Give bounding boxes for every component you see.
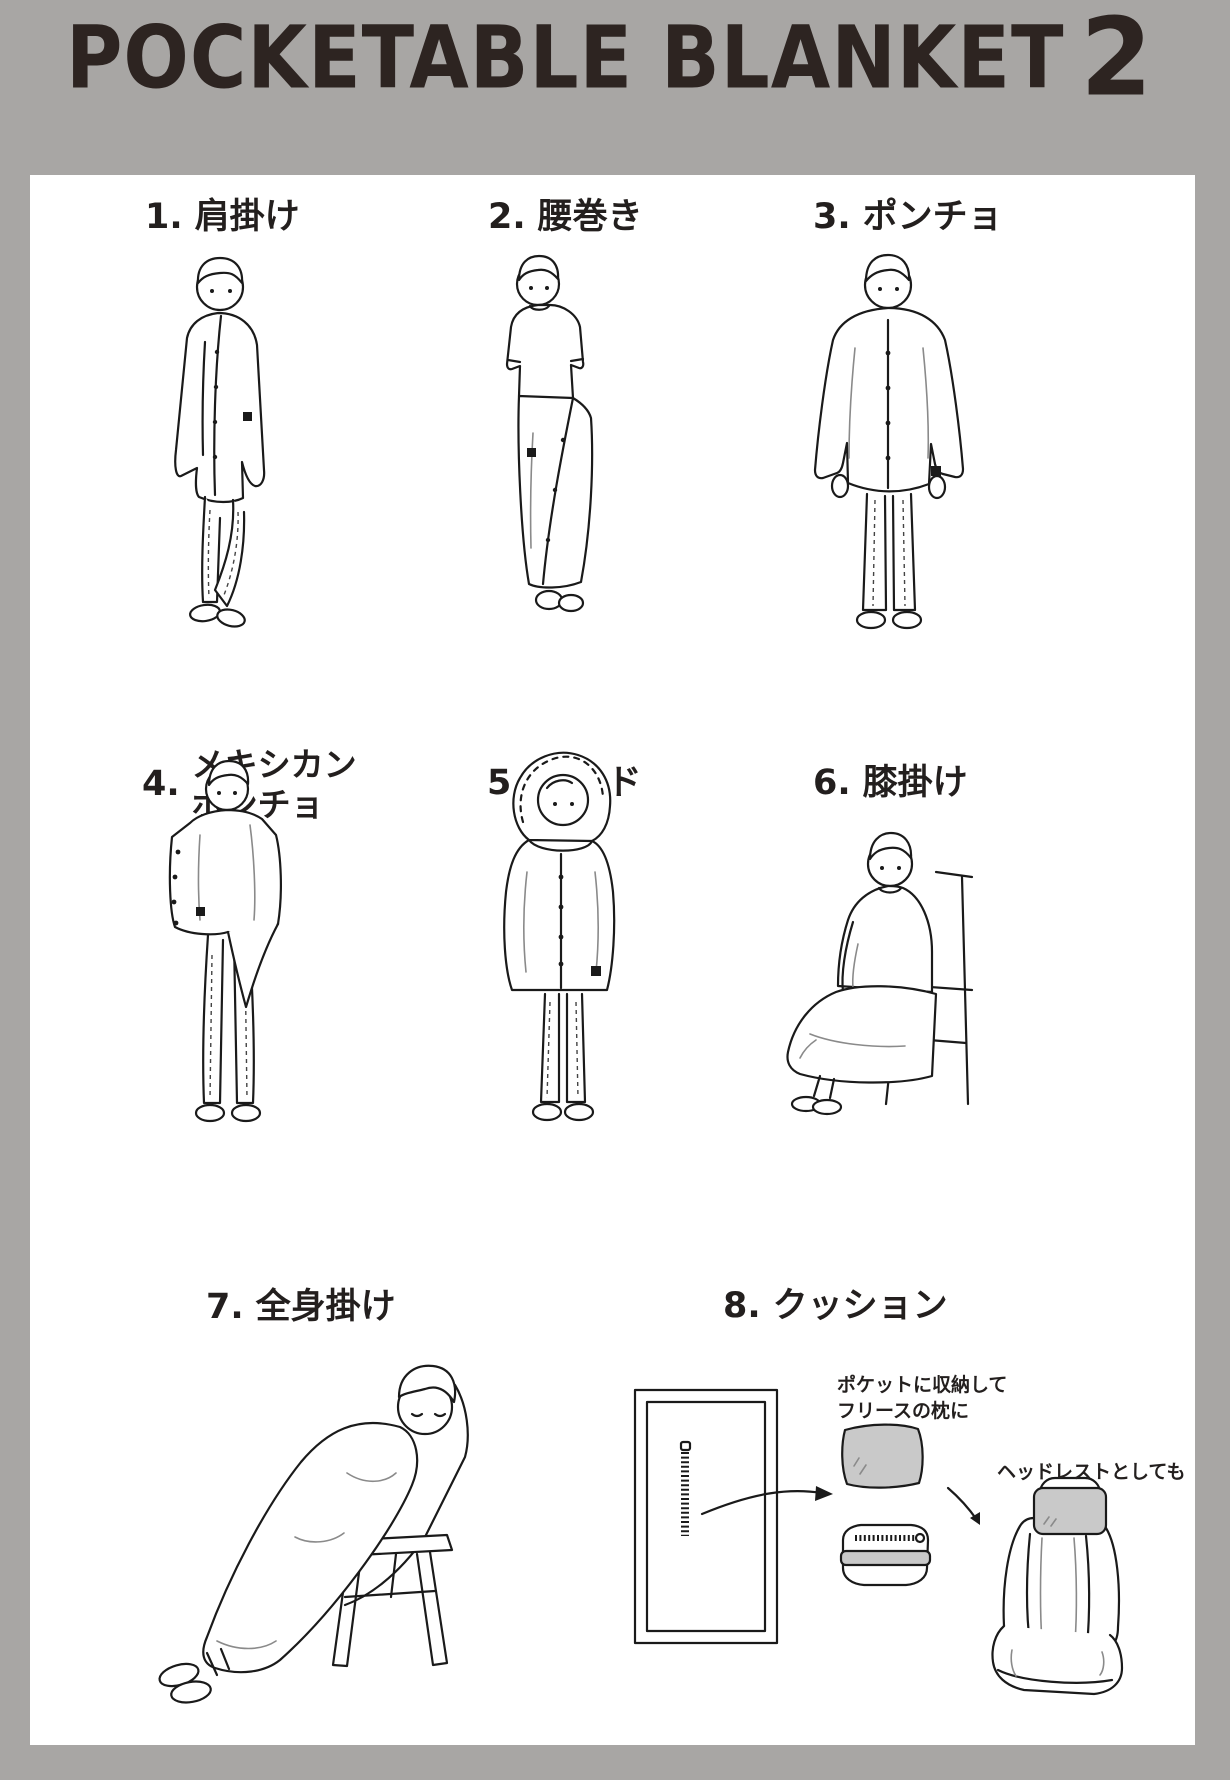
page-title-text: POCKETABLE BLANKET: [66, 9, 1065, 110]
illustration-shoulder-drape: [174, 256, 266, 628]
section-8-label: 8. クッション: [723, 1289, 948, 1324]
pillow-note-line1: ポケットに収納して: [837, 1374, 1008, 1396]
section-3-name: ポンチョ: [862, 197, 1003, 237]
section-1-label: 1. 肩掛け: [145, 200, 300, 235]
pillow-note: ポケットに収納して フリースの枕に: [837, 1373, 1007, 1424]
section-1-number: 1.: [145, 197, 183, 237]
section-6-number: 6.: [813, 763, 851, 803]
page-title: POCKETABLE BLANKET 2: [66, 4, 1153, 113]
section-4-number: 4.: [142, 764, 180, 805]
section-6-name: 膝掛け: [862, 763, 968, 803]
page-title-number: 2: [1080, 0, 1154, 121]
flat-blanket: [633, 1388, 779, 1645]
illustration-cushion-diagram: [633, 1388, 1124, 1696]
section-3-label: 3. ポンチョ: [813, 200, 1003, 235]
section-7-name: 全身掛け: [255, 1287, 396, 1327]
pillow-note-line2: フリースの枕に: [837, 1399, 970, 1422]
blanket-tag: [931, 466, 941, 476]
arrow-icon: [700, 1486, 833, 1516]
section-2-name: 腰巻き: [537, 197, 643, 237]
section-8-number: 8.: [723, 1286, 761, 1326]
illustration-full-body: [158, 1364, 469, 1704]
section-2-label: 2. 腰巻き: [488, 200, 643, 235]
section-6-label: 6. 膝掛け: [813, 766, 968, 801]
section-7-number: 7.: [206, 1287, 244, 1327]
blanket-tag: [591, 966, 601, 976]
section-7-label: 7. 全身掛け: [206, 1290, 396, 1325]
illustration-hood: [503, 751, 616, 1122]
headrest-cushion: [1032, 1486, 1108, 1536]
section-8-name: クッション: [772, 1286, 948, 1326]
arrow-icon-2: [946, 1486, 980, 1525]
blanket-tag: [243, 412, 252, 421]
illustration-lap-blanket: [786, 831, 974, 1116]
blanket-tag: [196, 907, 205, 916]
fleece-pillow: [841, 1423, 924, 1489]
section-2-number: 2.: [488, 197, 526, 237]
illustration-waist-wrap: [505, 254, 594, 613]
zipper-pull: [679, 1440, 692, 1452]
folded-cushion: [839, 1523, 932, 1587]
headrest-note: ヘッドレストとしても: [997, 1461, 1186, 1483]
illustration-poncho: [813, 253, 965, 630]
illustration-mexican-poncho: [168, 759, 282, 1123]
section-3-number: 3.: [813, 197, 851, 237]
section-1-name: 肩掛け: [194, 197, 300, 237]
blanket-tag: [527, 448, 536, 457]
car-seat: [991, 1476, 1124, 1696]
